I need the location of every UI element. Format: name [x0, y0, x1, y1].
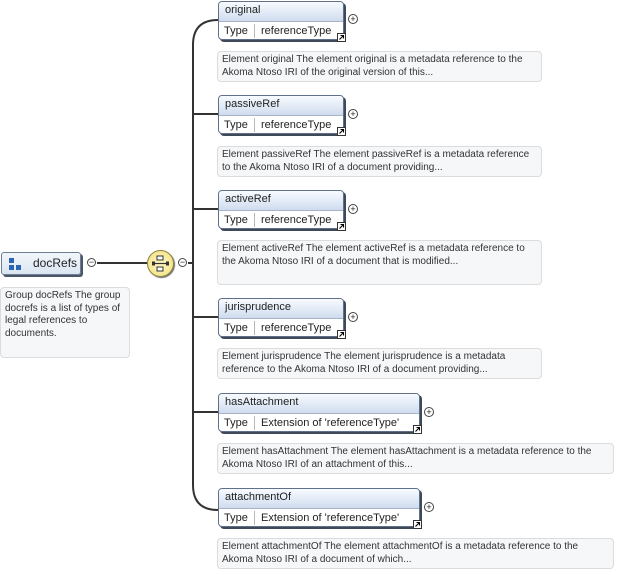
type-label: Type	[224, 25, 248, 37]
type-label: Type	[224, 322, 248, 334]
group-documentation: Group docRefs The group docrefs is a lis…	[0, 287, 130, 358]
element-name: hasAttachment	[219, 394, 419, 414]
element-documentation: Element original The element original is…	[217, 51, 542, 82]
trunk-line	[192, 19, 219, 511]
expand-button[interactable]: +	[348, 14, 358, 24]
type-value: referenceType	[261, 322, 332, 334]
element-name: attachmentOf	[219, 489, 419, 509]
sequence-collapse-button[interactable]: −	[178, 257, 187, 267]
element-hasattachment[interactable]: hasAttachment Type Extension of 'referen…	[218, 393, 422, 434]
type-value: Extension of 'referenceType'	[261, 417, 400, 429]
type-value: referenceType	[261, 214, 332, 226]
element-jurisprudence[interactable]: jurisprudence Type referenceType	[218, 298, 346, 339]
element-documentation: Element activeRef The element activeRef …	[217, 240, 542, 285]
element-name: activeRef	[219, 191, 343, 211]
group-name: docRefs	[33, 256, 78, 270]
element-documentation: Element passiveRef The element passiveRe…	[217, 146, 542, 177]
element-documentation: Element hasAttachment The element hasAtt…	[217, 443, 614, 474]
external-link-icon[interactable]	[337, 127, 346, 136]
group-node-docrefs[interactable]: docRefs	[1, 252, 81, 275]
sequence-compositor[interactable]	[147, 250, 174, 277]
expand-button[interactable]: +	[424, 407, 434, 417]
sequence-icon	[152, 255, 169, 272]
external-link-icon[interactable]	[413, 425, 422, 434]
type-label: Type	[224, 417, 248, 429]
type-label: Type	[224, 214, 248, 226]
group-collapse-button[interactable]: −	[87, 257, 96, 267]
expand-button[interactable]: +	[348, 204, 358, 214]
expand-button[interactable]: +	[348, 312, 358, 322]
group-icon	[9, 258, 23, 270]
element-documentation: Element jurisprudence The element jurisp…	[217, 348, 542, 379]
element-name: jurisprudence	[219, 299, 343, 319]
type-value: referenceType	[261, 25, 332, 37]
element-original[interactable]: original Type referenceType	[218, 1, 346, 42]
element-name: original	[219, 2, 343, 22]
element-attachmentof[interactable]: attachmentOf Type Extension of 'referenc…	[218, 488, 422, 529]
element-passiveref[interactable]: passiveRef Type referenceType	[218, 95, 346, 136]
external-link-icon[interactable]	[337, 330, 346, 339]
type-label: Type	[224, 512, 248, 524]
type-value: referenceType	[261, 119, 332, 131]
external-link-icon[interactable]	[337, 33, 346, 42]
expand-button[interactable]: +	[348, 109, 358, 119]
type-value: Extension of 'referenceType'	[261, 512, 400, 524]
element-activeref[interactable]: activeRef Type referenceType	[218, 190, 346, 231]
type-label: Type	[224, 119, 248, 131]
element-name: passiveRef	[219, 96, 343, 116]
external-link-icon[interactable]	[337, 222, 346, 231]
external-link-icon[interactable]	[413, 520, 422, 529]
expand-button[interactable]: +	[424, 502, 434, 512]
element-documentation: Element attachmentOf The element attachm…	[217, 538, 614, 569]
